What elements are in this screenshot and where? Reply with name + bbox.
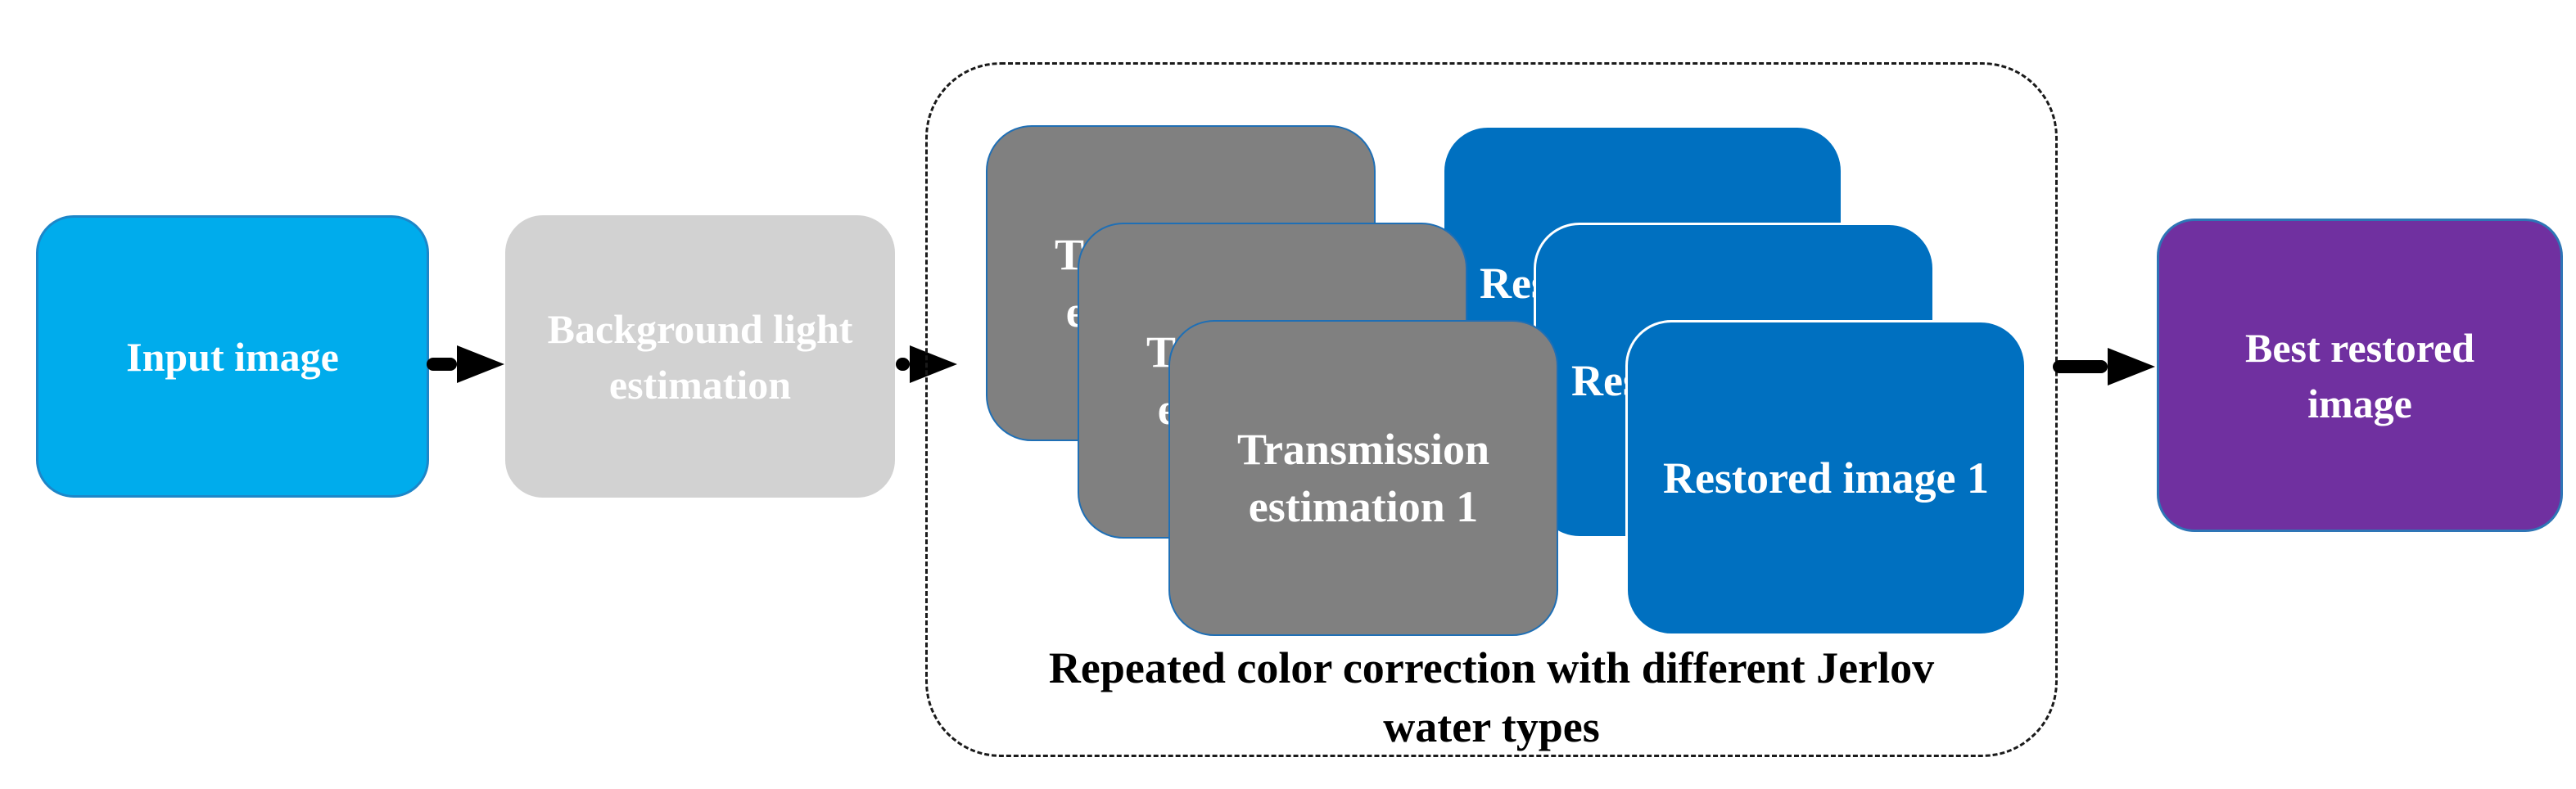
jerlov-caption-line1: Repeated color correction with different… [1048, 643, 1935, 692]
transmission-card-1: Transmission estimation 1 [1168, 320, 1558, 636]
arrow-estimation-to-group [896, 345, 957, 383]
restored-card-1: Restored image 1 [1625, 320, 2027, 636]
arrow-shaft [2053, 360, 2108, 373]
arrow-input-to-estimation [427, 345, 504, 383]
jerlov-group-container [925, 62, 2058, 757]
input-image-label: Input image [126, 333, 339, 380]
best-restored-label-line1: Best restored [2244, 324, 2475, 371]
background-light-label-line2: estimation [608, 361, 792, 408]
best-restored-image-node: Best restored image [2157, 219, 2563, 532]
arrow-head-icon [2108, 348, 2155, 385]
jerlov-caption-line2: water types [1383, 702, 1600, 751]
arrow-head-icon [910, 345, 957, 383]
input-image-node: Input image [36, 215, 429, 498]
restored-card-1-label: Restored image 1 [1663, 453, 1989, 503]
transmission-card-1-line2: estimation 1 [1248, 482, 1479, 531]
jerlov-group-caption: Repeated color correction with different… [925, 638, 2058, 756]
arrow-shaft [896, 358, 910, 371]
arrow-shaft [427, 358, 457, 371]
arrow-head-icon [457, 345, 504, 383]
arrow-group-to-best [2053, 348, 2155, 385]
background-light-label-line1: Background light [547, 305, 853, 352]
best-restored-label-line2: image [2307, 380, 2412, 426]
background-light-estimation-node: Background light estimation [505, 215, 895, 498]
transmission-card-1-line1: Transmission [1236, 425, 1490, 474]
